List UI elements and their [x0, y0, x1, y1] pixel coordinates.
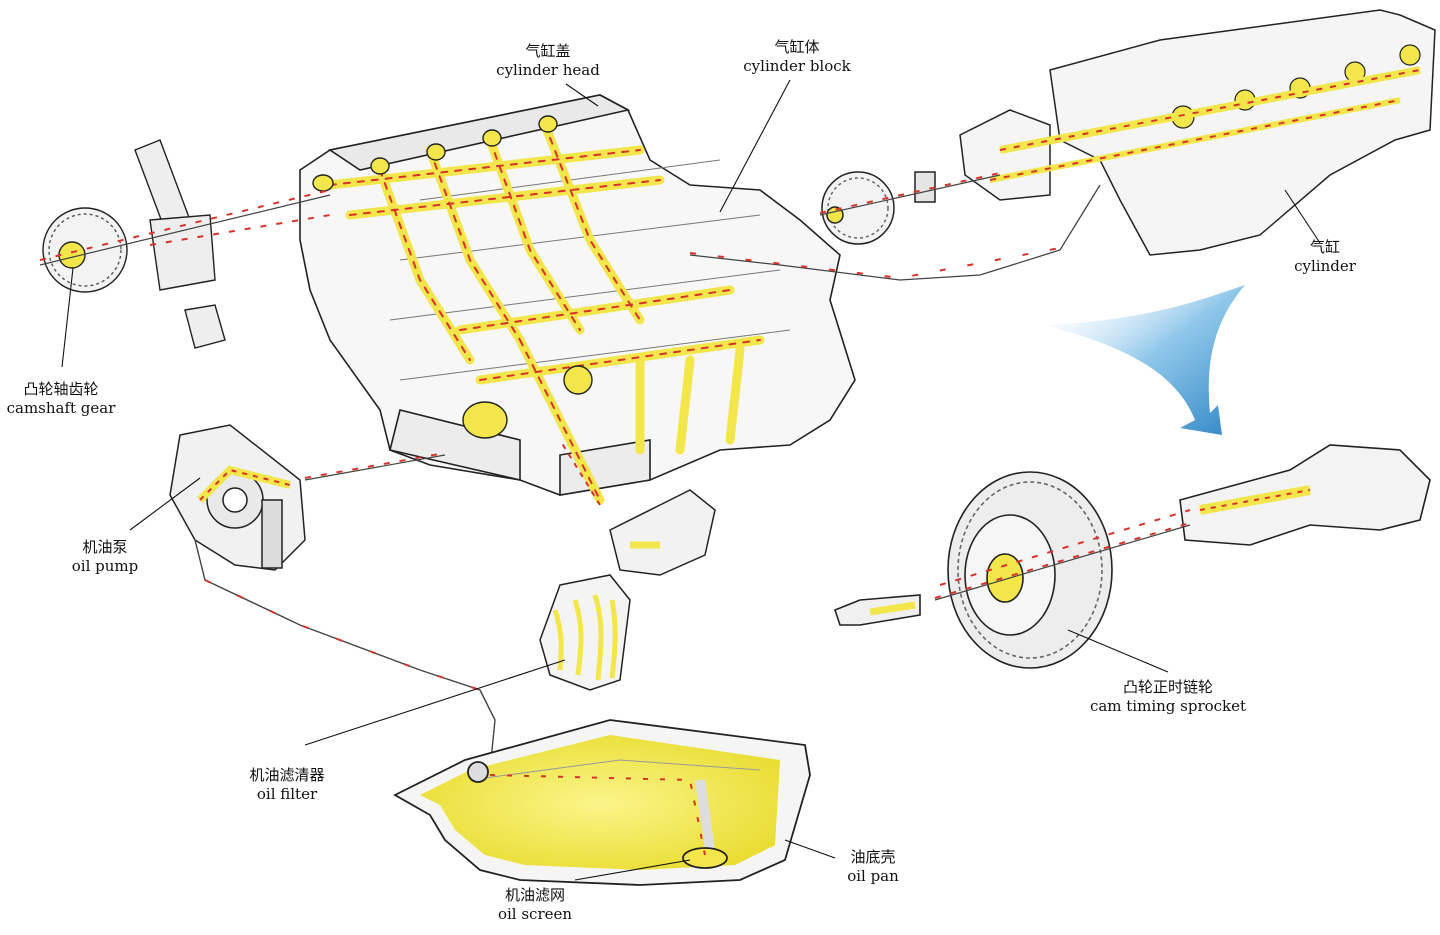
- oil-pan: [393, 719, 811, 886]
- sprocket-oil-flow: [869, 485, 1311, 616]
- label-cylinder-en: cylinder: [1294, 257, 1356, 275]
- zoom-arrow: [1045, 285, 1245, 435]
- camshaft-gear-assembly: [42, 139, 226, 349]
- label-oil-pump-zh: 机油泵: [82, 538, 128, 556]
- right-cylinder-detail: [821, 9, 1436, 256]
- cam-timing-sprocket: [834, 444, 1431, 669]
- label-cylinder-block: 气缸体 cylinder block: [722, 38, 872, 76]
- label-cylinder-zh: 气缸: [1309, 238, 1340, 256]
- label-oil-pan-zh: 油底壳: [850, 848, 896, 866]
- cam-journals: [312, 115, 593, 439]
- label-cylinder-block-zh: 气缸体: [774, 38, 820, 56]
- label-camshaft-gear-zh: 凸轮轴齿轮: [23, 380, 99, 398]
- oil-pump: [169, 424, 306, 571]
- label-oil-filter-zh: 机油滤清器: [249, 766, 325, 784]
- label-cam-timing-sprocket-en: cam timing sprocket: [1089, 697, 1247, 715]
- label-oil-pump-en: oil pump: [71, 557, 139, 575]
- label-cam-timing-sprocket-zh: 凸轮正时链轮: [1122, 678, 1213, 696]
- block-oil-galleries: [325, 120, 765, 505]
- pickup-line: [194, 539, 496, 771]
- label-cylinder-block-en: cylinder block: [743, 57, 851, 75]
- label-oil-pan-en: oil pan: [847, 867, 899, 885]
- label-oil-filter-en: oil filter: [256, 785, 318, 803]
- leader-lines: [61, 79, 1321, 881]
- label-cylinder-head-en: cylinder head: [496, 61, 600, 79]
- label-oil-screen-zh: 机油滤网: [504, 886, 565, 904]
- label-cylinder: 气缸 cylinder: [1280, 238, 1370, 276]
- label-camshaft-gear: 凸轮轴齿轮 camshaft gear: [0, 380, 122, 418]
- oil-filter: [539, 489, 716, 691]
- label-oil-pan: 油底壳 oil pan: [828, 848, 918, 886]
- label-oil-screen-en: oil screen: [497, 905, 573, 923]
- label-camshaft-gear-en: camshaft gear: [6, 399, 116, 417]
- label-oil-pump: 机油泵 oil pump: [60, 538, 150, 576]
- block-to-head-line: [689, 184, 1101, 281]
- label-oil-screen: 机油滤网 oil screen: [490, 886, 580, 924]
- label-cam-timing-sprocket: 凸轮正时链轮 cam timing sprocket: [1088, 678, 1248, 716]
- label-cylinder-head-zh: 气缸盖: [525, 42, 571, 60]
- left-oil-lines: [39, 189, 331, 266]
- label-cylinder-head: 气缸盖 cylinder head: [478, 42, 618, 80]
- right-oil-galleries: [819, 66, 1421, 216]
- label-oil-filter: 机油滤清器 oil filter: [232, 766, 342, 804]
- pump-to-block-line: [304, 454, 446, 481]
